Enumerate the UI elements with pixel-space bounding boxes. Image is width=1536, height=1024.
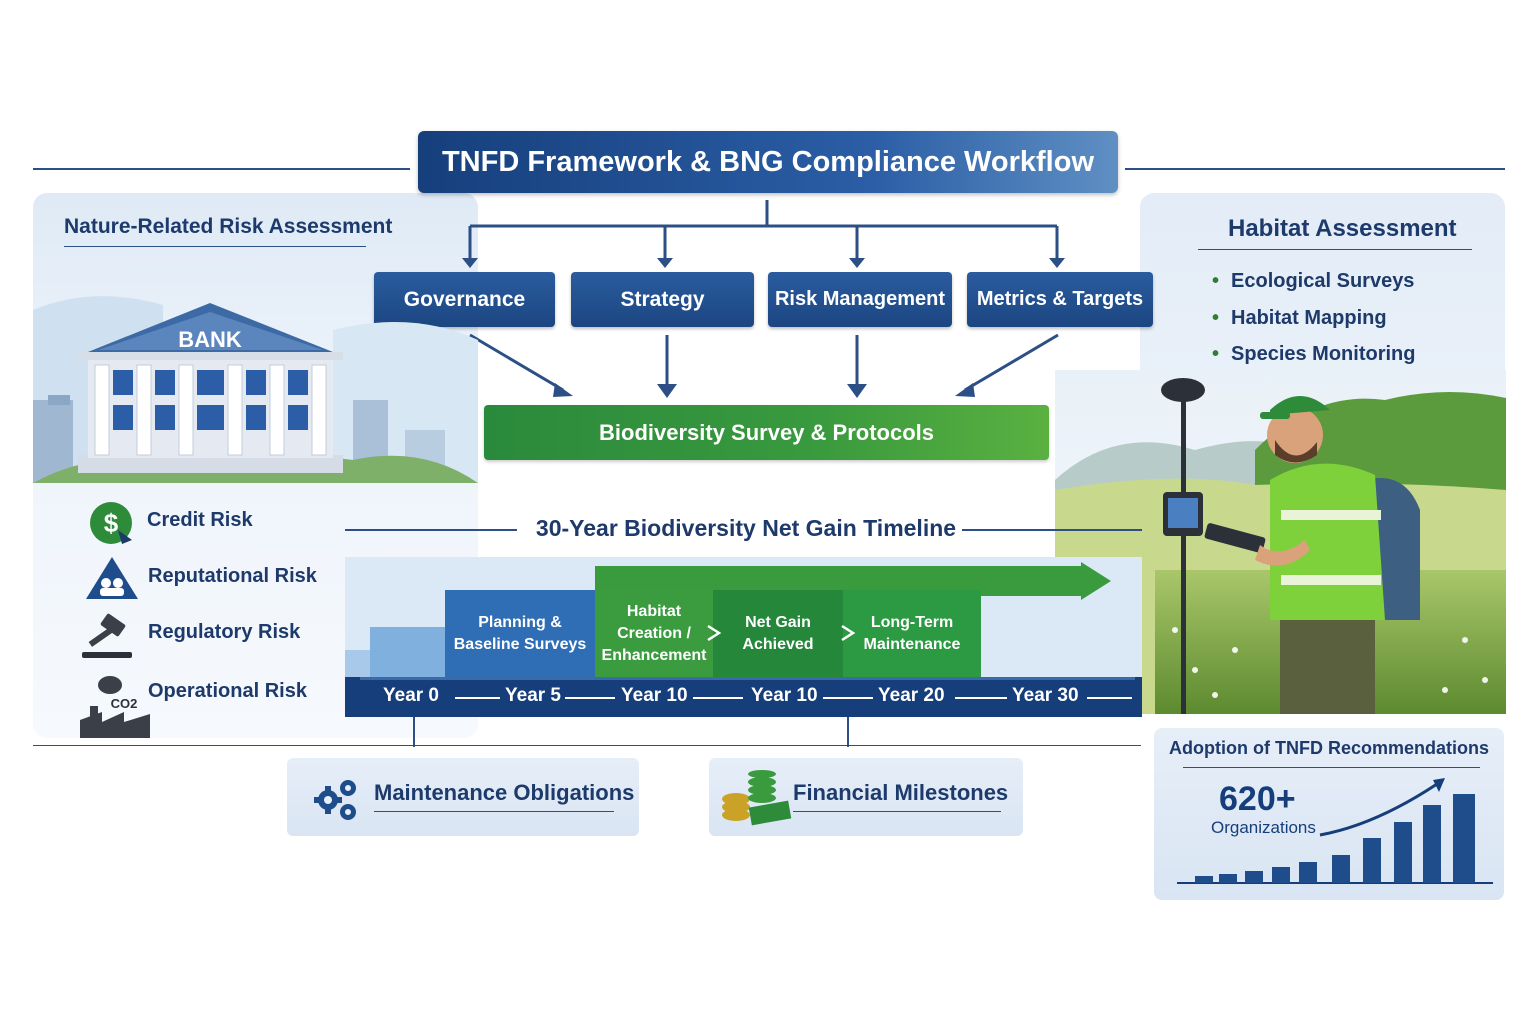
- adoption-growth-chart: [1177, 778, 1493, 884]
- risk-operational: Operational Risk: [148, 680, 307, 702]
- pillar-risk-management: Risk Management: [768, 272, 952, 327]
- phase-habitat-line2: Creation /: [617, 624, 691, 642]
- year-label: Year 5: [505, 685, 561, 706]
- chevron-right-icon: [707, 624, 722, 642]
- adoption-title: Adoption of TNFD Recommendations: [1169, 738, 1489, 758]
- coins-icon: [722, 770, 792, 826]
- dollar-icon: $: [90, 502, 132, 544]
- phase-planning: Planning & Baseline Surveys: [445, 590, 595, 677]
- timeline-rule-left: [345, 529, 517, 531]
- maintenance-label: Maintenance Obligations: [374, 780, 635, 805]
- adoption-unit: Organizations: [1211, 818, 1316, 837]
- field-surveyor-illustration: [1055, 370, 1506, 714]
- phase-habitat-line1: Habitat: [626, 602, 682, 620]
- risk-credit: Credit Risk: [147, 509, 253, 531]
- phase-habitat-line3: Enhancement: [601, 646, 707, 664]
- factory-co2-icon: CO2: [80, 676, 150, 738]
- bank-illustration: BANK: [33, 296, 478, 483]
- connector-maintenance: [413, 717, 415, 747]
- adoption-count: 620+: [1219, 780, 1296, 818]
- timeline-step-start: [370, 627, 445, 677]
- bottom-rule: [33, 745, 1141, 746]
- risk-reputational: Reputational Risk: [148, 565, 317, 587]
- adoption-card: [1154, 728, 1504, 900]
- risk-heading-underline: [64, 246, 366, 247]
- page-title: TNFD Framework & BNG Compliance Workflow: [418, 131, 1118, 193]
- habitat-item-species-monitoring: Species Monitoring: [1212, 343, 1415, 366]
- maintenance-card: [287, 758, 639, 836]
- phase-net-gain-line1: Net Gain: [745, 613, 811, 631]
- timeline-step-prestart: [345, 650, 370, 677]
- title-rule-left: [33, 168, 410, 170]
- gears-icon: [314, 780, 356, 820]
- svg-text:$: $: [104, 508, 119, 538]
- habitat-heading-underline: [1198, 249, 1472, 250]
- year-label: Year 30: [1012, 685, 1079, 706]
- financial-label: Financial Milestones: [793, 780, 1009, 805]
- phase-planning-line1: Planning &: [478, 613, 562, 631]
- pillar-governance: Governance: [374, 272, 555, 327]
- connector-financial: [847, 717, 849, 747]
- risk-panel-heading: Nature-Related Risk Assessment: [64, 215, 393, 238]
- timeline-heading: 30-Year Biodiversity Net Gain Timeline: [535, 515, 957, 541]
- financial-underline: [793, 811, 1001, 812]
- habitat-heading: Habitat Assessment: [1228, 215, 1457, 242]
- timeline-rule-right: [962, 529, 1142, 531]
- phase-long-term-line2: Maintenance: [863, 635, 961, 653]
- habitat-item-habitat-mapping: Habitat Mapping: [1212, 307, 1387, 330]
- chevron-right-icon: [841, 624, 856, 642]
- bank-sign: BANK: [178, 327, 242, 352]
- phase-long-term-line1: Long-Term: [870, 613, 954, 631]
- adoption-underline: [1183, 767, 1480, 768]
- phase-planning-line2: Baseline Surveys: [453, 635, 587, 653]
- habitat-item-ecological-surveys: Ecological Surveys: [1212, 270, 1414, 293]
- title-rule-right: [1125, 168, 1505, 170]
- co2-label: CO2: [111, 696, 138, 711]
- risk-regulatory: Regulatory Risk: [148, 621, 301, 643]
- biodiversity-survey-bar: Biodiversity Survey & Protocols: [484, 405, 1049, 460]
- year-label: Year 0: [383, 685, 439, 706]
- year-label: Year 20: [878, 685, 945, 706]
- gavel-icon: [82, 613, 132, 658]
- phase-net-gain-line2: Achieved: [742, 635, 814, 653]
- year-label: Year 10: [621, 685, 688, 706]
- pillar-metrics-targets: Metrics & Targets: [967, 272, 1153, 327]
- reputation-icon: [86, 557, 138, 599]
- workflow-connectors: [462, 200, 1065, 398]
- year-scale: Year 0 Year 5 Year 10 Year 10 Year 20 Ye…: [345, 677, 1142, 717]
- pillar-strategy: Strategy: [571, 272, 754, 327]
- maintenance-underline: [374, 811, 614, 812]
- year-label: Year 10: [751, 685, 818, 706]
